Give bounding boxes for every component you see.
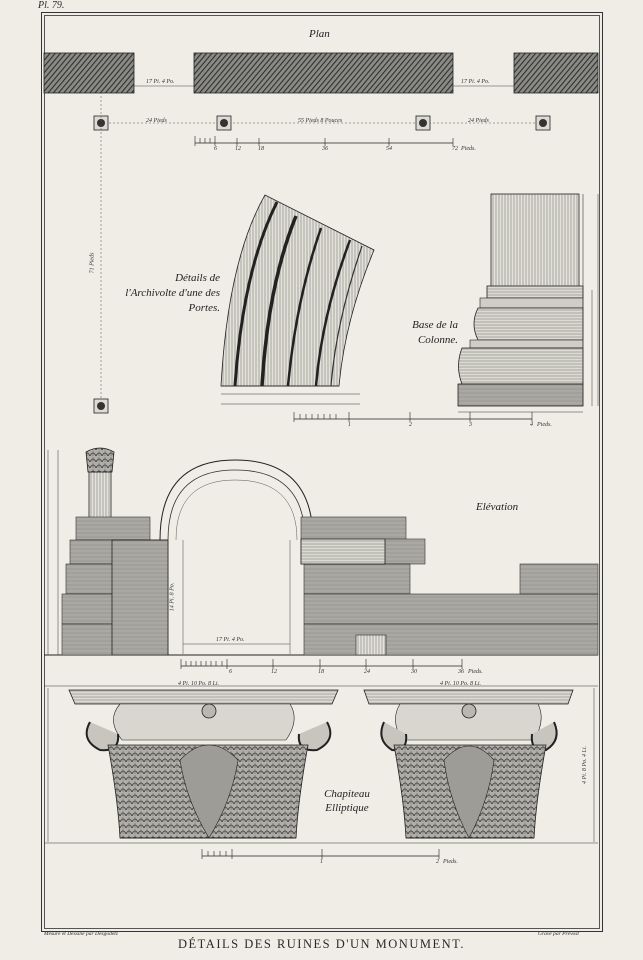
plan-scale-unit: Pieds. [461,146,476,152]
plan-scale-tick: 72 [452,146,458,152]
plan-dim-span-left: 24 Pieds [146,118,167,124]
plan-scale-tick: 12 [235,146,241,152]
plan-dim-side: 71 Pieds [89,252,96,274]
elev-scale-tick: 6 [229,669,232,675]
base-scale-tick: 1 [348,422,351,428]
plan-title: Plan [309,28,330,40]
elev-scale-unit: Pieds. [468,669,483,675]
elev-scale-tick: 18 [318,669,324,675]
elev-scale-tick: 24 [364,669,370,675]
elev-dim-arch-width: 17 Pi. 4 Po. [216,637,245,643]
plan-dim-right-gap: 17 Pi. 4 Po. [461,79,490,85]
plan-scale-tick: 54 [386,146,392,152]
elev-scale-tick: 30 [411,669,417,675]
elevation-label: Elévation [476,501,519,513]
chap-scale-unit: Pieds. [443,859,458,865]
base-scale-tick: 2 [409,422,412,428]
plan-scale-tick: 36 [322,146,328,152]
archivolte-label: Détails de l'Archivolte d'une des Portes… [125,272,220,314]
plate-number: Pl. 79. [38,0,65,11]
base-scale-tick: 3 [469,422,472,428]
plate-title: DÉTAILS DES RUINES D'UN MONUMENT. [178,937,465,951]
plan-dim-span-right: 24 Pieds [468,118,489,124]
chap-dim-right-side: 4 Pi. 8 Po. 4 Li. [582,745,589,785]
chap-dim-left-top: 4 Pi. 10 Po. 8 Li. [178,681,220,687]
chap-dim-right-top: 4 Pi. 10 Po. 8 Li. [440,681,482,687]
elev-dim-column-height: 14 Pi. 8 Po. [169,582,176,612]
base-scale-tick: 4 [530,422,533,428]
plan-dim-span-mid: 55 Pieds 8 Pouces [298,118,343,124]
chap-scale-tick: 2 [436,859,439,865]
credit-right: Gravé par Prévost [538,931,579,937]
base-label: Base de la Colonne. [412,319,458,346]
chap-scale-tick: 1 [320,859,323,865]
inner-frame [44,15,600,929]
credit-left: Mesuré et Dessiné par Desgodetz [44,931,118,937]
elev-scale-tick: 12 [271,669,277,675]
plan-scale-tick: 6 [214,146,217,152]
base-scale-unit: Pieds. [537,422,552,428]
chapiteau-label: Chapiteau Elliptique [324,788,370,814]
outer-frame [41,12,603,932]
elev-scale-tick: 36 [458,669,464,675]
plan-scale-tick: 18 [258,146,264,152]
plan-dim-left-gap: 17 Pi. 4 Po. [146,79,175,85]
